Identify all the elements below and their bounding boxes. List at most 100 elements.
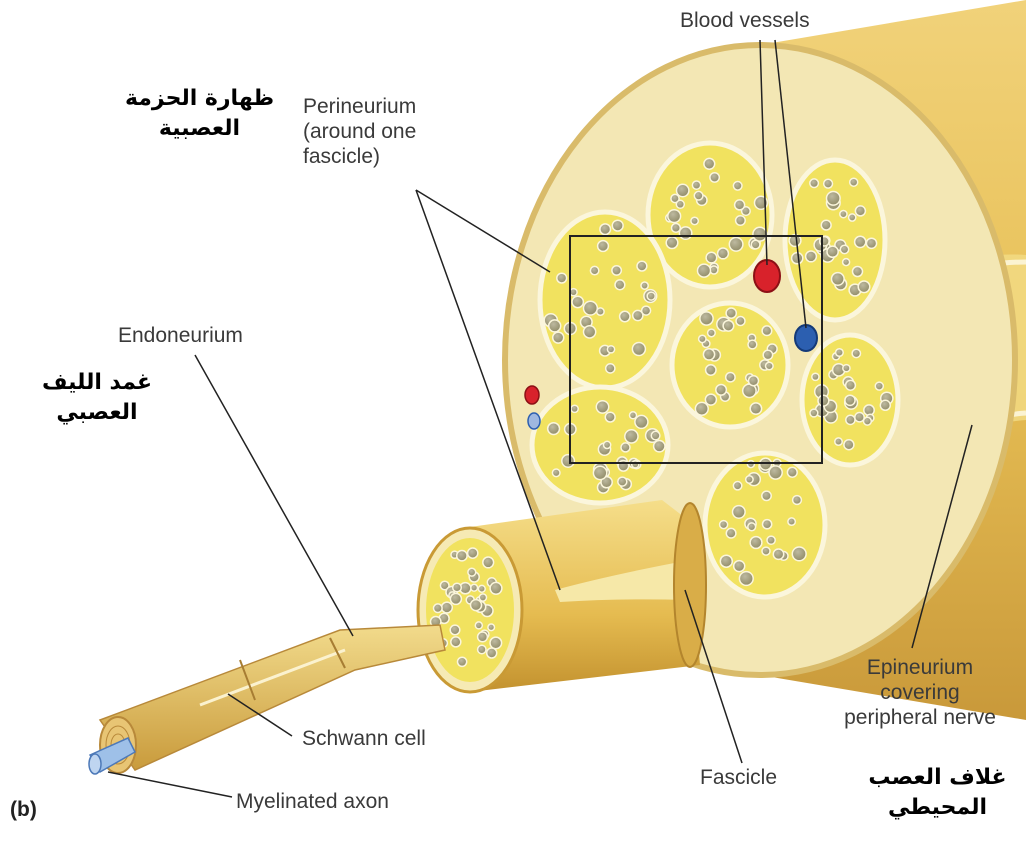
panel-label: (b): [10, 797, 37, 822]
nerve-fiber-dot: [746, 476, 753, 483]
nerve-fiber-dot: [840, 211, 847, 218]
nerve-fiber-dot: [549, 320, 561, 332]
nerve-fiber-dot: [835, 438, 842, 445]
nerve-fiber-dot: [475, 622, 482, 629]
nerve-fiber-dot: [708, 329, 716, 337]
nerve-fiber-dot: [557, 273, 567, 283]
nerve-fiber-dot: [762, 326, 772, 336]
single-fascicle: [418, 500, 706, 692]
nerve-fiber-dot: [818, 395, 829, 406]
nerve-fiber-dot: [821, 220, 831, 230]
nerve-fiber-dot: [773, 549, 783, 559]
nerve-fiber-dot: [468, 548, 478, 558]
nerve-fiber-dot: [845, 395, 855, 405]
nerve-fiber-dot: [562, 455, 575, 468]
nerve-fiber-dot: [806, 251, 817, 262]
nerve-fiber-dot: [858, 281, 870, 293]
nerve-fiber-dot: [827, 192, 841, 206]
nerve-fiber-dot: [733, 482, 741, 490]
nerve-fiber-dot: [637, 261, 647, 271]
nerve-fiber-dot: [612, 220, 623, 231]
nerve-fiber-dot: [733, 506, 746, 519]
nerve-fiber-dot: [607, 346, 614, 353]
nerve-fiber-dot: [604, 441, 611, 448]
nerve-fiber-dot: [880, 400, 890, 410]
nerve-fiber-dot: [483, 557, 494, 568]
nerve-fiber-dot: [605, 412, 615, 422]
nerve-fiber-dot: [600, 224, 611, 235]
nerve-fiber-dot: [749, 376, 759, 386]
leader-myelinated-axon: [108, 772, 232, 797]
nerve-fiber-dot: [726, 308, 736, 318]
nerve-fiber-dot: [695, 402, 708, 415]
nerve-fiber-dot: [668, 210, 681, 223]
nerve-fiber-dot: [450, 625, 460, 635]
nerve-fiber-dot: [553, 332, 564, 343]
nerve-fiber-dot: [720, 521, 728, 529]
nerve-fiber-dot: [692, 181, 700, 189]
nerve-fiber-dot: [748, 340, 757, 349]
nerve-fiber-dot: [451, 637, 461, 647]
nerve-fiber-dot: [720, 555, 732, 567]
nerve-fiber-dot: [468, 568, 476, 576]
nerve-fiber-dot: [866, 238, 876, 248]
nerve-fiber-dot: [672, 224, 681, 233]
nerve-fiber-dot: [434, 604, 443, 613]
nerve-fiber-dot: [750, 403, 761, 414]
nerve-fiber-dot: [763, 520, 772, 529]
label-fascicle: Fascicle: [700, 765, 777, 790]
nerve-fiber-dot: [812, 373, 819, 380]
nerve-fiber-dot: [490, 637, 502, 649]
nerve-fiber-dot: [723, 321, 734, 332]
label-perineurium: Perineurium (around one fascicle): [303, 94, 416, 169]
nerve-fiber-dot: [736, 317, 745, 326]
label-blood-vessels: Blood vessels: [680, 8, 810, 33]
nerve-fiber-dot: [478, 585, 485, 592]
nerve-fiber-dot: [716, 385, 727, 396]
nerve-fiber-dot: [705, 394, 716, 405]
arabic-label-perineurium: ظهارة الحزمة العصبية: [112, 84, 287, 144]
nerve-fiber-dot: [853, 267, 863, 277]
nerve-fiber-dot: [584, 326, 596, 338]
nerve-fiber-dot: [548, 423, 560, 435]
nerve-fiber-dot: [787, 467, 797, 477]
nerve-fiber: [89, 625, 445, 774]
vein-icon: [795, 325, 817, 351]
nerve-fiber-dot: [572, 296, 583, 307]
nerve-fiber-dot: [442, 602, 453, 613]
nerve-fiber-dot: [642, 306, 651, 315]
leader-endoneurium: [195, 355, 353, 636]
nerve-fiber-dot: [751, 240, 760, 249]
nerve-fiber-dot: [733, 182, 742, 191]
nerve-fiber-dot: [450, 593, 461, 604]
nerve-fiber-dot: [488, 624, 495, 631]
nerve-fiber-dot: [698, 264, 711, 277]
nerve-fiber-dot: [471, 600, 482, 611]
nerve-fiber-dot: [849, 214, 856, 221]
nerve-fiber-dot: [875, 382, 883, 390]
nerve-fiber-dot: [766, 362, 774, 370]
nerve-fiber-dot: [810, 409, 818, 417]
nerve-fiber-dot: [762, 547, 770, 555]
nerve-fiber-dot: [792, 547, 806, 561]
nerve-fiber-dot: [490, 582, 502, 594]
nerve-fiber-dot: [677, 184, 689, 196]
nerve-fiber-dot: [843, 365, 850, 372]
nerve-fiber-dot: [479, 594, 486, 601]
label-myelinated-axon: Myelinated axon: [236, 789, 389, 814]
nerve-fiber-dot: [706, 252, 717, 263]
nerve-fiber-dot: [699, 335, 706, 342]
nerve-fiber-dot: [571, 405, 578, 412]
nerve-fiber-dot: [753, 227, 767, 241]
nerve-fiber-dot: [846, 415, 855, 424]
nerve-fiber-dot: [726, 373, 735, 382]
nerve-fiber-dot: [597, 308, 604, 315]
nerve-fiber-dot: [843, 259, 850, 266]
label-schwann-cell: Schwann cell: [302, 726, 426, 751]
nerve-fiber-dot: [691, 217, 698, 224]
nerve-fiber-dot: [651, 431, 660, 440]
arabic-label-epineurium: غلاف العصب المحيطي: [855, 763, 1020, 823]
nerve-fiber-dot: [760, 458, 772, 470]
nerve-fiber-dot: [615, 280, 625, 290]
nerve-fiber-dot: [850, 178, 858, 186]
